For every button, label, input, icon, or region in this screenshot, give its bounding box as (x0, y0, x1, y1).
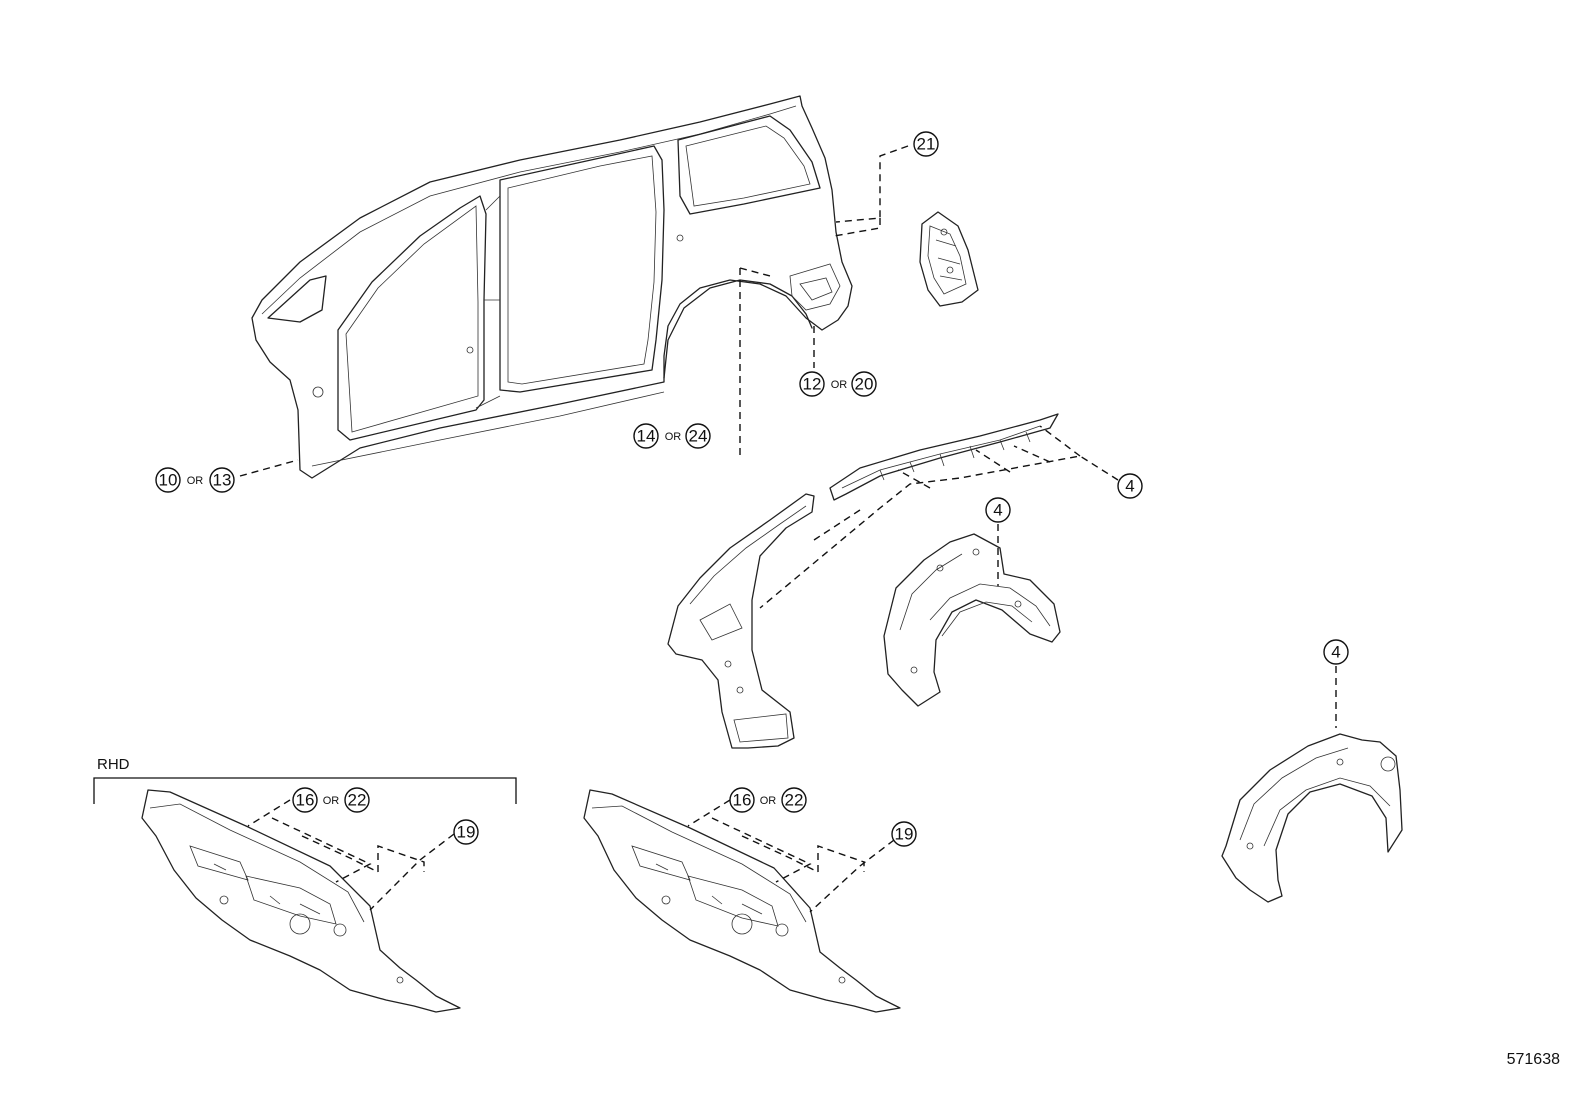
svg-text:20: 20 (855, 375, 874, 394)
svg-text:19: 19 (457, 823, 476, 842)
leader-lines (239, 145, 1337, 913)
svg-text:21: 21 (917, 135, 936, 154)
svg-text:16: 16 (296, 791, 315, 810)
rhd-bracket (93, 777, 517, 804)
roof-side-rail-inner (829, 413, 1059, 501)
svg-text:22: 22 (348, 791, 367, 810)
svg-text:16: 16 (733, 791, 752, 810)
callout-19-right[interactable]: 19 (891, 821, 917, 847)
callout-4-top[interactable]: 4 (1117, 473, 1143, 499)
callout-14-or-24[interactable]: 14 OR 24 (633, 423, 711, 449)
front-pillar-inner (667, 493, 815, 749)
rhd-label: RHD (97, 756, 130, 773)
svg-text:12: 12 (803, 375, 822, 394)
svg-text:19: 19 (895, 825, 914, 844)
svg-text:22: 22 (785, 791, 804, 810)
svg-text:4: 4 (1125, 477, 1134, 496)
callout-16-or-22-left[interactable]: 16 OR 22 (292, 787, 370, 813)
svg-text:OR: OR (187, 475, 204, 487)
svg-text:4: 4 (1331, 643, 1340, 662)
callout-16-or-22-right[interactable]: 16 OR 22 (729, 787, 807, 813)
callout-4-middle[interactable]: 4 (985, 497, 1011, 523)
svg-text:4: 4 (993, 501, 1002, 520)
callout-19-left[interactable]: 19 (453, 819, 479, 845)
dash-panel-rhd (141, 789, 461, 1013)
svg-text:24: 24 (689, 427, 708, 446)
svg-text:10: 10 (159, 471, 178, 490)
svg-text:OR: OR (831, 379, 848, 391)
svg-text:14: 14 (637, 427, 656, 446)
svg-text:OR: OR (323, 795, 340, 807)
front-wheel-house-inner (883, 533, 1061, 707)
rear-wheel-house-inner (1221, 733, 1403, 903)
svg-text:OR: OR (760, 795, 777, 807)
svg-text:OR: OR (665, 431, 682, 443)
callout-12-or-20[interactable]: 12 OR 20 (799, 371, 877, 397)
reference-number: 571638 (1507, 1051, 1560, 1068)
dash-panel-lhd (583, 789, 901, 1013)
body-side-outer-panel (251, 95, 853, 479)
callout-10-or-13[interactable]: 10 OR 13 (155, 467, 235, 493)
rear-inner-panel (919, 211, 979, 307)
callout-21[interactable]: 21 (913, 131, 939, 157)
callout-4-right[interactable]: 4 (1323, 639, 1349, 665)
svg-text:13: 13 (213, 471, 232, 490)
